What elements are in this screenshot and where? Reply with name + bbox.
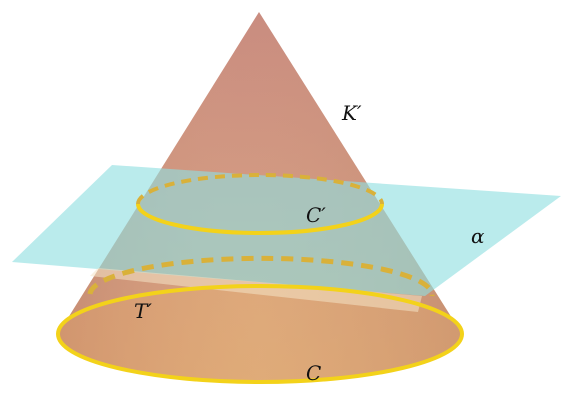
label-plane: α: [471, 224, 485, 248]
circle-middle-dashed: [87, 255, 435, 297]
circle-upper-front: [136, 203, 384, 235]
label-cone-upper: K′: [341, 101, 362, 125]
label-circle-upper: C′: [306, 203, 326, 227]
plane-cut-strip: [90, 268, 422, 312]
base-disk: [58, 286, 462, 382]
circle-upper-back-dashed: [136, 173, 384, 205]
label-circle-base: C: [306, 361, 321, 385]
circle-base: [56, 284, 464, 384]
label-frustum: T′: [134, 299, 152, 323]
